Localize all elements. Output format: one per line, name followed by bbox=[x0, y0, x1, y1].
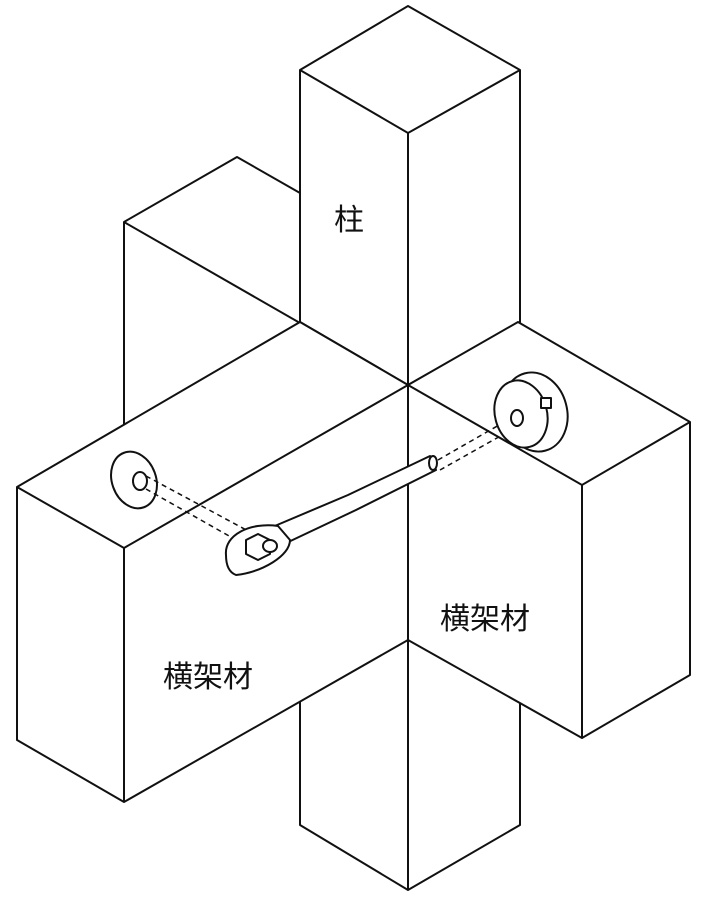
beam-left-label: 横架材 bbox=[163, 660, 253, 695]
bolt-hardware bbox=[110, 371, 569, 576]
front-left-beam bbox=[16, 321, 409, 803]
beam-right-label: 横架材 bbox=[440, 602, 530, 637]
right-round-nut bbox=[493, 371, 569, 453]
upper-column bbox=[299, 5, 521, 386]
left-washer bbox=[110, 450, 158, 510]
column-label: 柱 bbox=[334, 203, 364, 238]
hook-bolt bbox=[224, 455, 438, 576]
right-beam bbox=[407, 321, 691, 739]
